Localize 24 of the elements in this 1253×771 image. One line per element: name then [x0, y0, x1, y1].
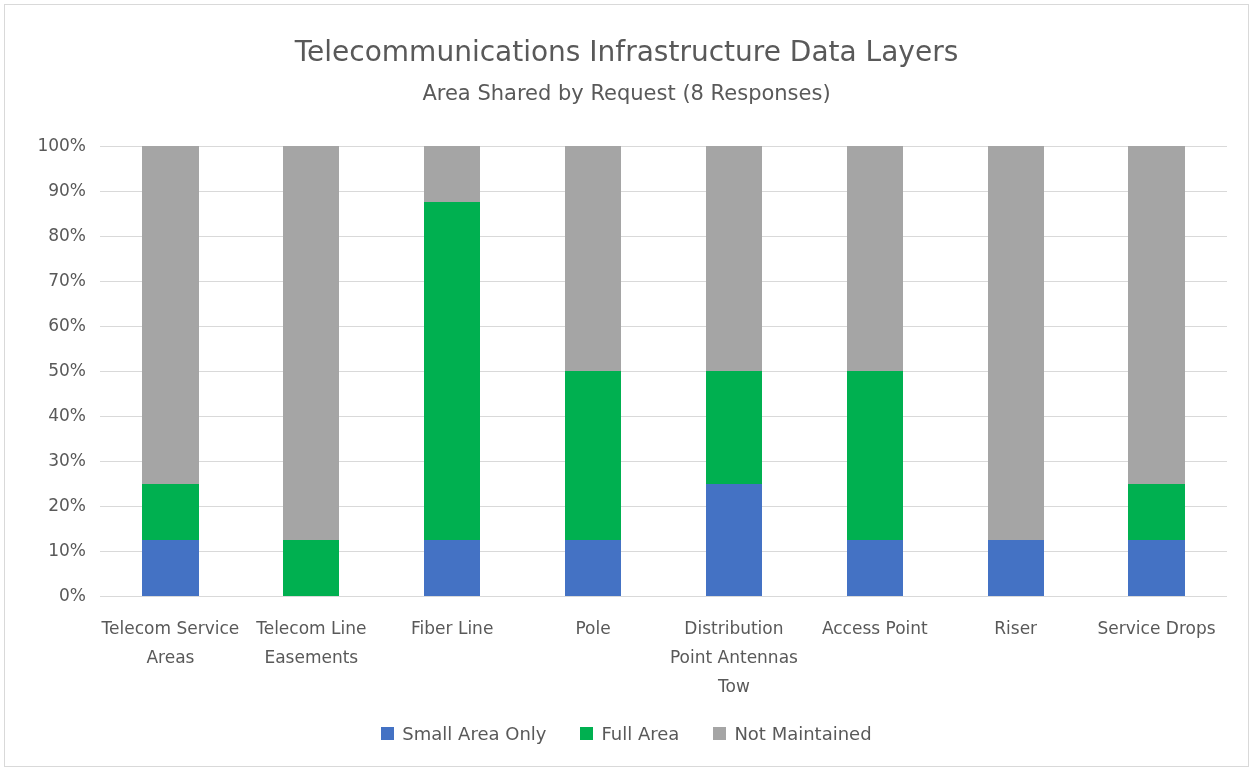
axis-tick-label: 0% [59, 585, 86, 605]
legend-label: Not Maintained [734, 723, 872, 744]
legend-label: Full Area [601, 723, 680, 744]
axis-tick-label: 60% [48, 315, 86, 335]
category-label: Fiber Line [410, 617, 495, 640]
axis-tick-label: 20% [48, 495, 86, 515]
category-label: Telecom Service Areas [100, 617, 241, 669]
chart-title: Telecommunications Infrastructure Data Layers [293, 35, 960, 68]
axis-tick-label: 90% [48, 180, 86, 200]
category-label: Pole [574, 617, 612, 640]
category-label: Distribution Point Antennas Tow [668, 617, 799, 698]
axis-tick-label: 80% [48, 225, 86, 245]
chart-subtitle: Area Shared by Request (8 Responses) [421, 81, 832, 105]
axis-tick-label: 70% [48, 270, 86, 290]
category-label: Access Point [820, 617, 929, 640]
axis-tick-label: 50% [48, 360, 86, 380]
axis-tick-label: 40% [48, 405, 86, 425]
axis-tick-label: 100% [37, 135, 86, 155]
category-label: Service Drops [1096, 617, 1217, 640]
axis-tick-label: 30% [48, 450, 86, 470]
legend-label: Small Area Only [402, 723, 547, 744]
category-label: Riser [993, 617, 1039, 640]
category-label: Telecom Line Easements [255, 617, 368, 669]
axis-tick-label: 10% [48, 540, 86, 560]
